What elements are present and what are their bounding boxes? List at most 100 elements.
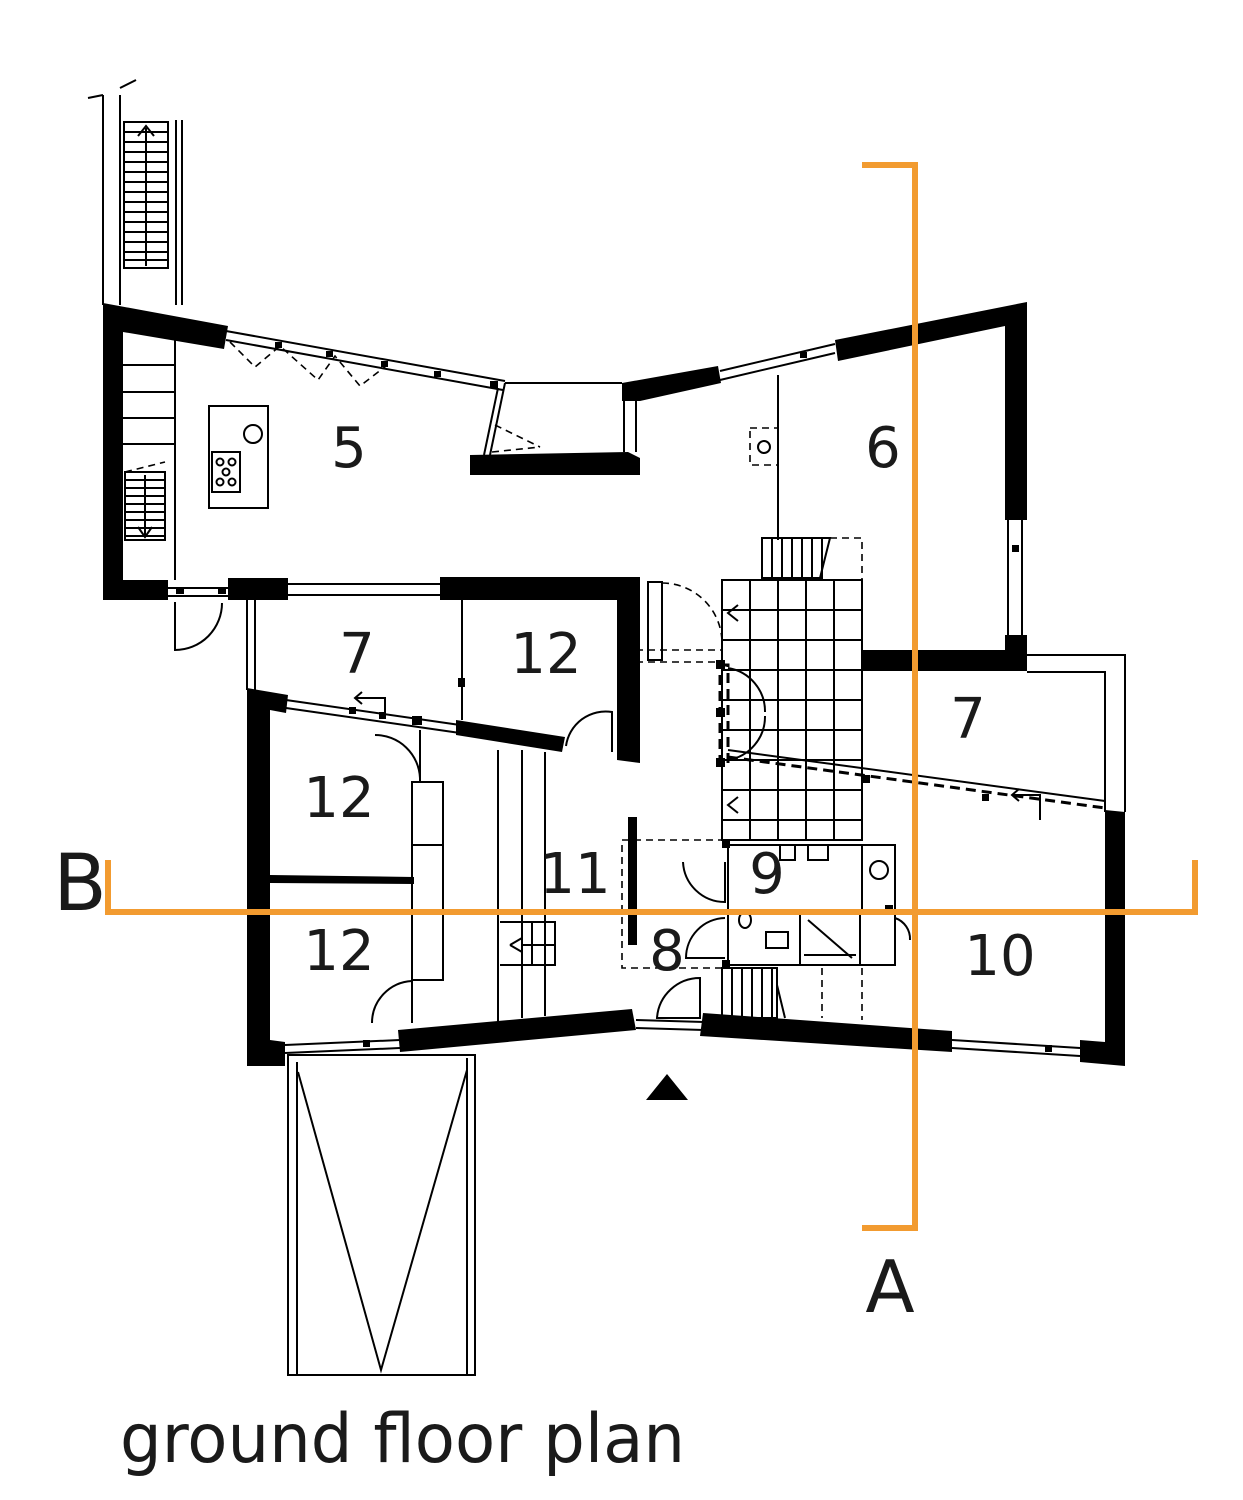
door-post	[722, 960, 730, 968]
basement-stair	[721, 967, 778, 1019]
walls	[103, 302, 1125, 1066]
window-mullion	[490, 381, 498, 388]
room-label: 7	[950, 687, 986, 752]
window-mullion	[862, 775, 870, 783]
cooktop	[211, 451, 241, 493]
door-room8	[684, 917, 726, 959]
carport-inner-lines	[296, 1058, 468, 1375]
window-entrance	[635, 1019, 705, 1031]
wardrobe-divisions	[412, 730, 443, 913]
external-stair	[87, 79, 183, 305]
small-stair-treads	[771, 537, 832, 579]
bathroom-fixtures	[779, 845, 829, 861]
interior-stair-flight	[124, 471, 166, 541]
sink-basin	[757, 440, 771, 454]
window-mullion	[412, 716, 422, 725]
wall-room6-north-east	[835, 302, 1027, 520]
stair-outline-lower	[821, 968, 863, 1020]
window-mullion	[381, 361, 388, 367]
wall-bay-sill	[470, 452, 640, 475]
section-label-a: A	[865, 1245, 914, 1329]
room-label: 10	[964, 924, 1035, 989]
stair-break-line	[87, 79, 137, 99]
window-south-west	[284, 1039, 401, 1054]
wall-partition-12	[270, 875, 414, 884]
window-mullion	[176, 588, 184, 594]
cooktop-burner	[221, 467, 231, 477]
room-label: 12	[510, 622, 581, 687]
basement-stair-treads	[731, 968, 786, 1019]
cooktop-burner	[227, 457, 237, 467]
plan-title: ground floor plan	[120, 1400, 685, 1479]
window-room10-south	[951, 1039, 1081, 1057]
wall-room12-south	[456, 720, 565, 752]
stair-outline-upper	[830, 537, 863, 582]
room7-east-boundary	[1027, 654, 1126, 812]
window-room6-east	[1007, 520, 1023, 635]
window-mullion	[218, 588, 226, 594]
section-line-b	[105, 860, 1198, 915]
cupboard	[859, 911, 896, 966]
room-label: 11	[539, 842, 610, 907]
interior-stair-room5	[123, 340, 176, 580]
carport-outline	[287, 1054, 476, 1376]
wardrobe	[411, 781, 444, 981]
window-mullion	[1045, 1045, 1052, 1052]
wall-south-east	[700, 1013, 952, 1052]
main-stair-grid	[722, 580, 862, 840]
stair-cut-line	[124, 461, 166, 473]
door-room12-middle	[374, 733, 421, 779]
kitchen-island	[208, 405, 269, 509]
carport	[287, 1054, 476, 1376]
window-north-middle	[719, 343, 836, 381]
window-room12-west	[285, 699, 461, 734]
wall-west-wing	[247, 688, 288, 1066]
wall-north-middle	[622, 366, 721, 401]
window-mullion	[349, 707, 356, 714]
bay-window	[483, 382, 622, 456]
stair-stringers	[102, 95, 183, 305]
section-label-b: B	[53, 839, 107, 929]
cooktop-burner	[215, 457, 225, 467]
cooktop-burner	[215, 477, 225, 487]
stair-flight	[123, 121, 169, 269]
cupboard-door	[894, 917, 912, 941]
wall-room10-east	[1080, 810, 1125, 1066]
room-labels: 5 6 7 12 7 12 11 9 12 8 10	[303, 416, 1035, 989]
bay-door-swing	[491, 424, 541, 453]
entrance-marker-icon	[646, 1074, 688, 1100]
door-room12-upper	[565, 710, 613, 752]
wall-pier	[228, 578, 288, 600]
double-door-swing	[727, 667, 767, 761]
window-room5-north	[225, 330, 506, 391]
main-stair	[721, 579, 863, 841]
room-label: 5	[331, 416, 367, 481]
door-post	[716, 660, 725, 669]
section-line-a	[862, 162, 918, 1231]
room-label: 7	[339, 622, 375, 687]
wall-room6-south	[862, 635, 1027, 671]
washer-drum	[869, 860, 889, 880]
island-sink	[243, 424, 263, 444]
shower-drain	[804, 919, 856, 959]
cooktop-burner	[227, 477, 237, 487]
stair-direction-arrow	[137, 124, 155, 266]
door-post	[716, 708, 725, 717]
door-room5-terrace	[174, 602, 223, 652]
room-label: 8	[649, 919, 685, 984]
doors	[174, 602, 726, 1024]
interior	[123, 340, 1126, 1022]
section-lines	[105, 162, 1198, 1231]
windows	[168, 330, 1081, 1057]
wall-south-west	[398, 1009, 636, 1052]
screen-wall	[628, 817, 637, 945]
room-label: 6	[865, 416, 901, 481]
sliding-door-arrow	[1010, 788, 1041, 820]
window-room7-north	[288, 583, 440, 596]
sink	[765, 931, 789, 949]
stair-arrow-corridor	[500, 921, 556, 966]
sink-room6	[749, 427, 779, 466]
window-mullion	[275, 342, 282, 348]
window-mullion	[326, 351, 333, 357]
